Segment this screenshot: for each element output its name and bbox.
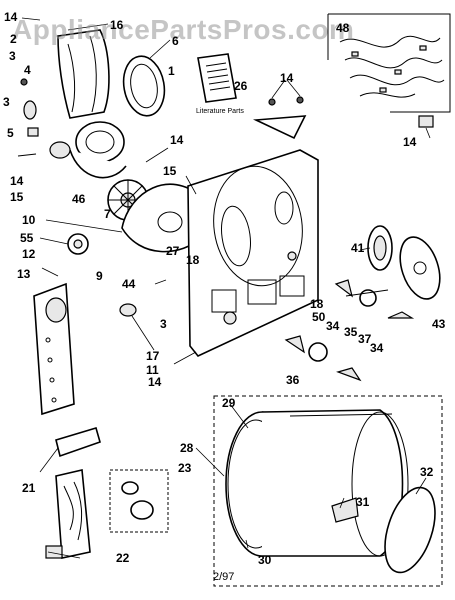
leader-lines: [21, 17, 431, 559]
drum-bearing-assembly: [367, 225, 441, 300]
callout-23: 23: [178, 461, 192, 475]
roller: [359, 289, 377, 307]
callout-10: 10: [22, 213, 36, 227]
callout-21: 21: [22, 481, 36, 495]
screw: [20, 78, 28, 86]
bearing: [23, 100, 37, 120]
callout-14: 14: [170, 133, 184, 147]
callout-3: 3: [3, 95, 10, 109]
callout-14: 14: [280, 71, 294, 85]
literature-parts: [197, 53, 237, 103]
callout-17: 17: [146, 349, 160, 363]
top-bracket: [252, 115, 307, 140]
glide: [336, 367, 362, 382]
glide: [284, 335, 305, 354]
drum-roller: [308, 342, 328, 362]
callout-2: 2: [10, 32, 17, 46]
callout-30: 30: [258, 553, 272, 567]
axle: [387, 311, 415, 319]
drum-seal: [384, 486, 436, 574]
callout-46: 46: [72, 192, 86, 206]
callout-3: 3: [160, 317, 167, 331]
callout-14: 14: [4, 10, 18, 24]
callout-6: 6: [172, 34, 179, 48]
thermostat: [27, 127, 39, 137]
callout-11: 11: [146, 363, 159, 377]
callout-44: 44: [122, 277, 136, 291]
callout-4: 4: [24, 63, 31, 77]
callout-43: 43: [432, 317, 446, 331]
callout-41: 41: [351, 241, 365, 255]
callout-55: 55: [20, 231, 34, 245]
callout-3: 3: [9, 49, 16, 63]
callout-26: 26: [234, 79, 248, 93]
callout-18: 18: [186, 253, 200, 267]
drum: [225, 409, 409, 557]
motor-bracket: [33, 282, 75, 416]
screw: [296, 96, 304, 104]
callout-50: 50: [312, 310, 326, 324]
callout-48: 48: [336, 21, 350, 35]
callout-31: 31: [356, 495, 370, 509]
glide: [334, 279, 353, 298]
callout-18: 18: [310, 297, 324, 311]
literature-parts-label: Literature Parts: [196, 108, 244, 115]
revision-code: 2/97: [213, 571, 235, 583]
blower-duct: [49, 121, 127, 179]
screw: [268, 98, 276, 106]
callout-12: 12: [22, 247, 36, 261]
connector-block: [418, 115, 434, 128]
support-bracket: [55, 427, 101, 458]
callout-15: 15: [163, 164, 177, 178]
belt-kit-inset: [109, 469, 169, 533]
callout-34: 34: [370, 341, 384, 355]
callout-29: 29: [222, 396, 236, 410]
callout-1: 1: [168, 64, 175, 78]
callout-14: 14: [148, 375, 162, 389]
callout-28: 28: [180, 441, 194, 455]
callout-37: 37: [358, 332, 372, 346]
callout-15: 15: [10, 190, 24, 204]
callout-36: 36: [286, 373, 300, 387]
callout-27: 27: [166, 244, 180, 258]
door-catch: [119, 303, 137, 317]
drum-kit-box: [213, 395, 443, 587]
wire-harness: [45, 469, 91, 559]
callout-7: 7: [104, 207, 111, 221]
callout-35: 35: [344, 325, 358, 339]
blower-housing: [57, 29, 110, 119]
callout-32: 32: [420, 465, 434, 479]
callout-14: 14: [10, 174, 24, 188]
callout-9: 9: [96, 269, 103, 283]
callout-13: 13: [17, 267, 31, 281]
callout-14: 14: [403, 135, 417, 149]
callout-22: 22: [116, 551, 130, 565]
callout-34: 34: [326, 319, 340, 333]
callout-5: 5: [7, 126, 14, 140]
wiring-harness-inset: [327, 13, 451, 113]
watermark-text: AppliancePartsPros.com: [12, 14, 355, 45]
callout-16: 16: [110, 18, 124, 32]
blower-gasket: [122, 55, 166, 117]
front-bulkhead: [187, 149, 319, 357]
